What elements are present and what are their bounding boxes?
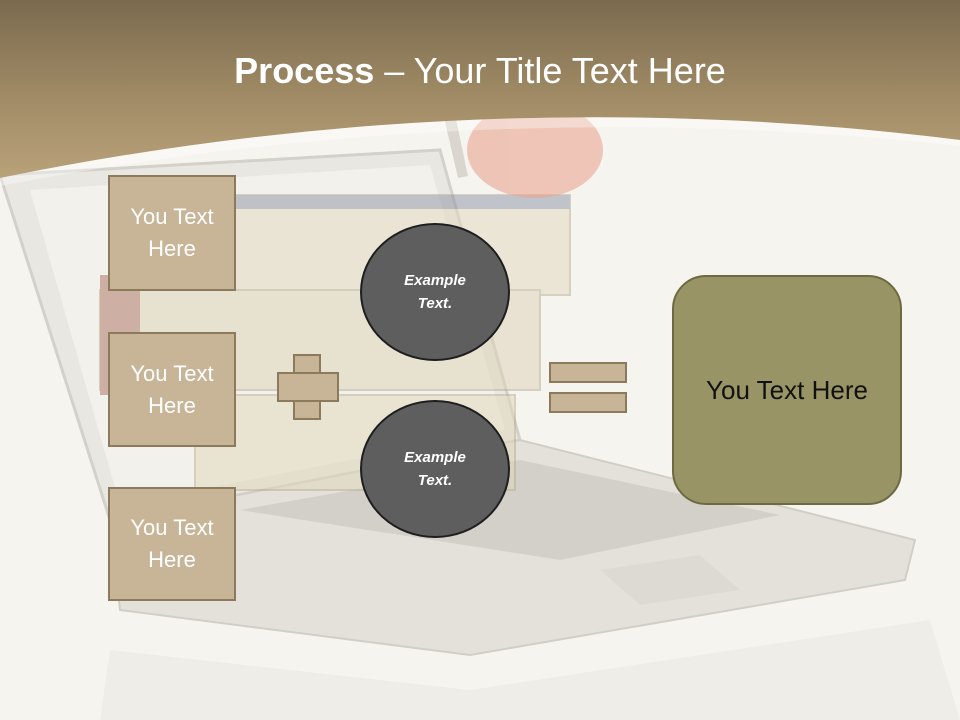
- header-band: [0, 0, 960, 178]
- text-box-1[interactable]: You Text Here: [108, 175, 236, 291]
- result-box[interactable]: You Text Here: [672, 275, 902, 505]
- result-box-label: You Text Here: [706, 374, 868, 405]
- equals-icon-bottom: [549, 392, 627, 413]
- text-box-3[interactable]: You Text Here: [108, 487, 236, 601]
- example-circle-1[interactable]: Example Text.: [360, 223, 510, 361]
- example-circle-1-label: Example Text.: [404, 272, 466, 312]
- text-box-3-label: You Text Here: [130, 515, 214, 572]
- equals-icon-top: [549, 362, 627, 383]
- text-box-2[interactable]: You Text Here: [108, 332, 236, 447]
- plus-icon-center: [295, 374, 319, 400]
- page-title-bold: Process: [234, 50, 375, 91]
- example-circle-2[interactable]: Example Text.: [360, 400, 510, 538]
- text-box-2-label: You Text Here: [130, 360, 214, 418]
- page-title: Process – Your Title Text Here: [0, 50, 960, 92]
- example-circle-2-label: Example Text.: [404, 449, 466, 489]
- header-curve: [0, 117, 960, 186]
- text-box-1-label: You Text Here: [130, 204, 214, 261]
- page-title-rest: – Your Title Text Here: [374, 50, 726, 91]
